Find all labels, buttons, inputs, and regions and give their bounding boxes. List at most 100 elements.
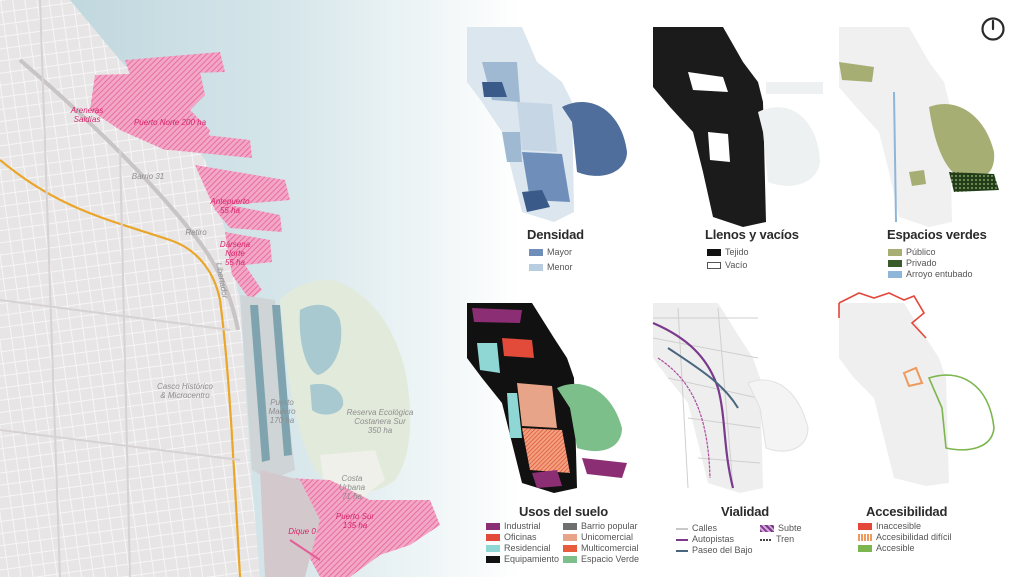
legend-row: Accesible	[858, 543, 952, 554]
legend-row: Inaccesible	[858, 521, 952, 532]
swatch-mid	[529, 264, 543, 271]
legend-row: Público	[888, 247, 973, 258]
legend-accesibilidad: Inaccesible Accesibilidad difícil Accesi…	[858, 521, 952, 554]
legend-label: Calles	[692, 523, 718, 533]
swatch-autopistas	[676, 538, 688, 541]
legend-row: Equipamiento	[486, 554, 559, 565]
legend-row: Paseo del Bajo	[676, 545, 753, 556]
legend-llenos: Tejido Vacío	[707, 247, 749, 271]
legend-label: Menor	[547, 262, 573, 272]
legend-label: Público	[906, 247, 936, 257]
title-accesibilidad: Accesibilidad	[866, 504, 948, 519]
highway-grey	[18, 58, 240, 331]
legend-row: Menor	[529, 262, 573, 273]
legend-densidad: Mayor Menor	[529, 247, 573, 273]
darsena-norte	[225, 232, 272, 300]
legend-usos-right: Barrio popular Unicomercial Multicomerci…	[563, 521, 639, 565]
swatch-arroyo	[888, 271, 902, 278]
label-areneras: Areneras Saldías	[70, 106, 104, 124]
map-llenos	[653, 27, 823, 227]
swatch-privado	[888, 260, 902, 267]
swatch-inaccesible	[858, 523, 872, 530]
legend-row: Espacio Verde	[563, 554, 639, 565]
legend-label: Arroyo entubado	[906, 269, 973, 279]
puerto-norte	[90, 72, 210, 150]
legend-row: Oficinas	[486, 532, 559, 543]
legend-row: Tren	[760, 534, 802, 545]
legend-usos-left: Industrial Oficinas Residencial Equipami…	[486, 521, 559, 565]
swatch-tejido	[707, 249, 721, 256]
legend-label: Oficinas	[504, 532, 537, 542]
swatch-paseo-bajo	[676, 549, 688, 552]
swatch-accesible	[858, 545, 872, 552]
legend-row: Mayor	[529, 247, 573, 258]
swatch-espacio-verde	[563, 556, 577, 563]
legend-label: Vacío	[725, 260, 748, 270]
power-icon	[981, 17, 1005, 41]
label-darsena: Dársena Norte 55 ha	[219, 240, 251, 267]
legend-label: Barrio popular	[581, 521, 638, 531]
swatch-publico	[888, 249, 902, 256]
label-retiro: Retiro	[185, 228, 207, 237]
label-antepuerto: Antepuerto 55 ha	[210, 197, 250, 215]
map-densidad	[467, 27, 627, 222]
legend-label: Accesible	[876, 543, 915, 553]
legend-label: Industrial	[504, 521, 541, 531]
legend-row: Residencial	[486, 543, 559, 554]
legend-label: Accesibilidad difícil	[876, 532, 952, 542]
swatch-tren	[760, 538, 772, 541]
antepuerto	[195, 165, 290, 232]
label-costa: Costa Urbana 71 ha	[338, 474, 366, 501]
legend-label: Subte	[778, 523, 802, 533]
title-vialidad: Vialidad	[721, 504, 770, 519]
legend-row: Barrio popular	[563, 521, 639, 532]
label-barrio31: Barrio 31	[131, 172, 165, 181]
legend-label: Paseo del Bajo	[692, 545, 753, 555]
swatch-calles	[676, 527, 688, 530]
swatch-dificil	[858, 534, 872, 541]
swatch-residencial	[486, 545, 500, 552]
legend-row: Privado	[888, 258, 973, 269]
legend-row: Industrial	[486, 521, 559, 532]
legend-label: Autopistas	[692, 534, 735, 544]
legend-row: Accesibilidad difícil	[858, 532, 952, 543]
swatch-unicomercial	[563, 534, 577, 541]
legend-label: Residencial	[504, 543, 551, 553]
swatch-mayor	[529, 249, 543, 256]
legend-label: Mayor	[547, 247, 573, 257]
map-accesibilidad	[838, 292, 995, 486]
legend-label: Espacio Verde	[581, 554, 640, 564]
label-dique: Dique 0	[288, 527, 316, 536]
legend-label: Privado	[906, 258, 937, 268]
legend-row: Subte	[760, 523, 802, 534]
swatch-subte	[760, 525, 774, 532]
avenue-orange	[0, 159, 242, 577]
swatch-equipamiento	[486, 556, 500, 563]
swatch-oficinas	[486, 534, 500, 541]
legend-row: Tejido	[707, 247, 749, 258]
puerto-sur	[285, 478, 440, 577]
title-usos: Usos del suelo	[519, 504, 608, 519]
title-verdes: Espacios verdes	[887, 227, 987, 242]
legend-label: Inaccesible	[876, 521, 922, 531]
legend-vialidad-left: Calles Autopistas Paseo del Bajo	[676, 523, 753, 556]
legend-row: Unicomercial	[563, 532, 639, 543]
map-verdes	[839, 27, 999, 227]
city-land	[0, 0, 260, 577]
title-densidad: Densidad	[527, 227, 584, 242]
legend-verdes: Público Privado Arroyo entubado	[888, 247, 973, 280]
swatch-vacio	[707, 262, 721, 269]
legend-row: Vacío	[707, 260, 749, 271]
label-madero: Puerto Madero 170 ha	[268, 398, 296, 425]
label-casco: Casco Histórico & Microcentro	[156, 382, 213, 400]
power-button[interactable]	[980, 16, 1006, 42]
map-vialidad	[652, 303, 809, 493]
legend-row: Autopistas	[676, 534, 753, 545]
legend-label: Tren	[776, 534, 795, 544]
label-reserva: Reserva Ecológica Costanera Sur 350 ha	[346, 408, 414, 435]
swatch-multicomercial	[563, 545, 577, 552]
legend-vialidad-right: Subte Tren	[760, 523, 802, 545]
legend-row: Calles	[676, 523, 753, 534]
